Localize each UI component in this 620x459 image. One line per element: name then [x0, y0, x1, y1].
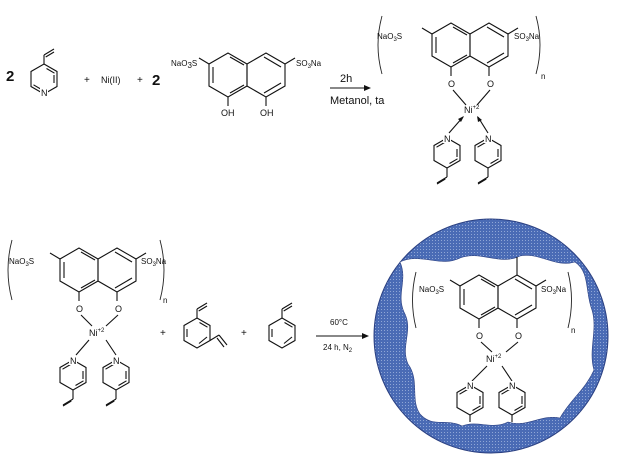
- nao3s-label-c1: NaO3S: [377, 32, 402, 43]
- pyridine-ligand-1a: N: [433, 134, 461, 185]
- pyridine-ligand-3b: N: [498, 381, 526, 423]
- plus-sign-4: +: [241, 328, 247, 339]
- coef-naphthalene: 2: [152, 72, 160, 89]
- nao3s-label-c2: NaO3S: [9, 257, 34, 268]
- n-atom-label: N: [41, 88, 48, 98]
- repeat-bracket-left-1: [377, 15, 383, 75]
- o-label-c3-left: O: [476, 331, 483, 341]
- arrow2-condition-time: 24 h, N2: [323, 343, 353, 354]
- divinylbenzene-structure: [183, 302, 228, 349]
- arrow1-condition-solvent: Metanol, ta: [330, 95, 385, 107]
- so3na-label: SO3Na: [296, 59, 322, 70]
- repeat-n-3: n: [571, 326, 575, 335]
- naphthalene-diol-structure: [198, 52, 296, 107]
- nao3s-label: NaO3S: [171, 59, 197, 70]
- pyridine-ligand-1b: N: [474, 134, 502, 185]
- pyridine-ligand-2a: N: [59, 356, 87, 407]
- nickel-label: Ni(II): [101, 75, 121, 85]
- repeat-n-1: n: [541, 72, 545, 81]
- arrow2-condition-temp: 60°C: [330, 318, 348, 327]
- so3na-label-c2: SO3Na: [141, 257, 167, 268]
- svg-text:N: N: [70, 356, 77, 366]
- svg-text:N: N: [444, 134, 451, 144]
- nickel-center-2: Ni+2: [89, 328, 105, 338]
- svg-text:N: N: [113, 356, 120, 366]
- repeat-bracket-left-3: [412, 271, 417, 329]
- o-label-c2-right: O: [115, 304, 122, 314]
- arrow1-condition-time: 2h: [340, 73, 352, 85]
- arrow-head-1: [364, 85, 371, 91]
- oh-label-left: OH: [221, 108, 235, 118]
- o-label-c1-right: O: [487, 79, 494, 89]
- repeat-bracket-right-3: [567, 271, 572, 329]
- nao3s-label-c3: NaO3S: [419, 285, 444, 296]
- complex-naphthalene-3: [449, 257, 547, 329]
- nickel-center-1: Ni+2: [464, 105, 480, 115]
- svg-text:N: N: [467, 381, 474, 391]
- plus-sign-1: +: [84, 75, 90, 86]
- complex-naphthalene-1: [421, 22, 519, 77]
- o-label-c3-right: O: [515, 331, 522, 341]
- vinylpyridine-structure: N: [30, 48, 58, 98]
- oh-label-right: OH: [260, 108, 274, 118]
- polymer-cavity: [399, 255, 595, 427]
- o-label-c1-left: O: [448, 79, 455, 89]
- arrow-head-2: [362, 333, 369, 339]
- plus-sign-2: +: [137, 75, 143, 86]
- plus-sign-3: +: [160, 328, 166, 339]
- svg-text:N: N: [509, 381, 516, 391]
- styrene-structure: [268, 302, 296, 349]
- repeat-bracket-right-2: [159, 239, 165, 301]
- nickel-center-3: Ni+2: [486, 354, 502, 364]
- pyridine-ligand-2b: N: [102, 356, 130, 407]
- so3na-label-c3: SO3Na: [541, 285, 567, 296]
- complex-naphthalene-2: [49, 247, 147, 302]
- so3na-label-c1: SO3Na: [514, 32, 540, 43]
- repeat-bracket-left-2: [7, 239, 13, 301]
- repeat-bracket-right-1: [535, 15, 541, 75]
- coef-vinylpyridine: 2: [6, 68, 14, 85]
- svg-text:N: N: [485, 134, 492, 144]
- pyridine-ligand-3a: N: [456, 381, 484, 423]
- repeat-n-2: n: [163, 296, 167, 305]
- o-label-c2-left: O: [76, 304, 83, 314]
